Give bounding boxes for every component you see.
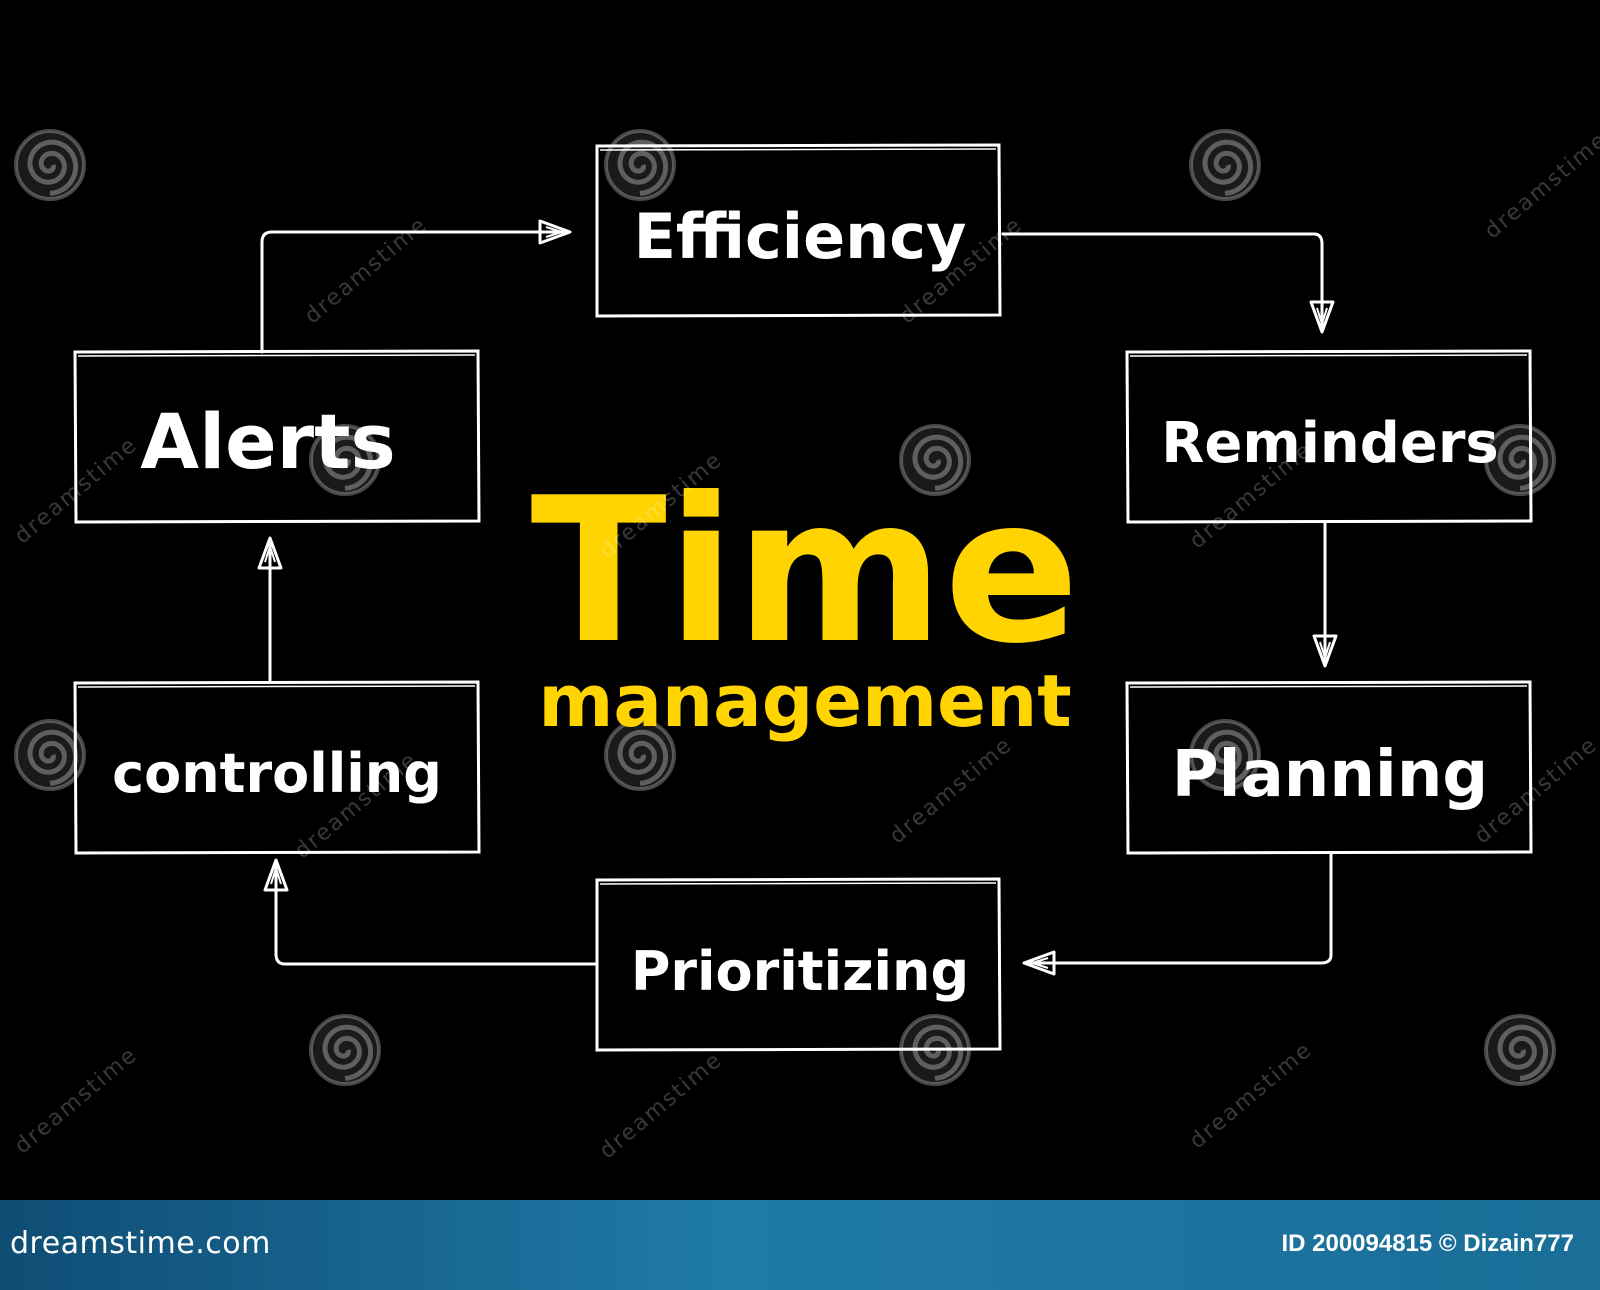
node-controlling-label: controlling	[112, 742, 442, 805]
node-controlling: controlling	[73, 680, 481, 855]
node-planning-label: Planning	[1172, 738, 1488, 812]
watermark-logo-icon	[899, 424, 971, 496]
arrow-planning-to-prioritizing	[1022, 852, 1333, 976]
flow-diagram: Efficiency Reminders Planning Prioritizi…	[14, 129, 1556, 1086]
footer-image-id: ID 200094815 © Dizain777	[1281, 1230, 1574, 1257]
footer-bar: dreamstime.com ID 200094815 © Dizain777	[0, 1200, 1600, 1290]
node-prioritizing: Prioritizing	[595, 877, 1002, 1052]
title-management: management	[538, 659, 1071, 743]
arrow-prioritizing-to-controlling	[263, 858, 597, 966]
arrow-alerts-to-efficiency	[260, 219, 572, 354]
title-time: Time	[530, 455, 1079, 688]
watermark-logo-icon	[309, 424, 381, 496]
node-efficiency-label: Efficiency	[634, 200, 967, 273]
watermark-layer	[14, 129, 1556, 1086]
watermark-logo-icon	[604, 719, 676, 791]
node-efficiency: Efficiency	[595, 143, 1002, 318]
node-alerts: Alerts	[73, 349, 481, 524]
watermark-logo-icon	[1484, 1014, 1556, 1086]
watermark-logo-icon	[14, 719, 86, 791]
watermark-logo-icon	[604, 129, 676, 201]
node-reminders-label: Reminders	[1161, 411, 1499, 476]
watermark-logo-icon	[1189, 129, 1261, 201]
node-reminders: Reminders	[1125, 349, 1533, 524]
arrow-efficiency-to-reminders	[1001, 232, 1335, 334]
watermark-logo-icon	[14, 129, 86, 201]
diagram-canvas: Efficiency Reminders Planning Prioritizi…	[10, 127, 1600, 1165]
node-planning: Planning	[1125, 680, 1533, 855]
footer-brand[interactable]: dreamstime.com	[10, 1226, 271, 1261]
central-title: Time management	[530, 455, 1079, 743]
node-prioritizing-label: Prioritizing	[631, 940, 969, 1003]
node-alerts-label: Alerts	[140, 397, 395, 486]
watermark-logo-icon	[1189, 719, 1261, 791]
watermark-logo-icon	[309, 1014, 381, 1086]
